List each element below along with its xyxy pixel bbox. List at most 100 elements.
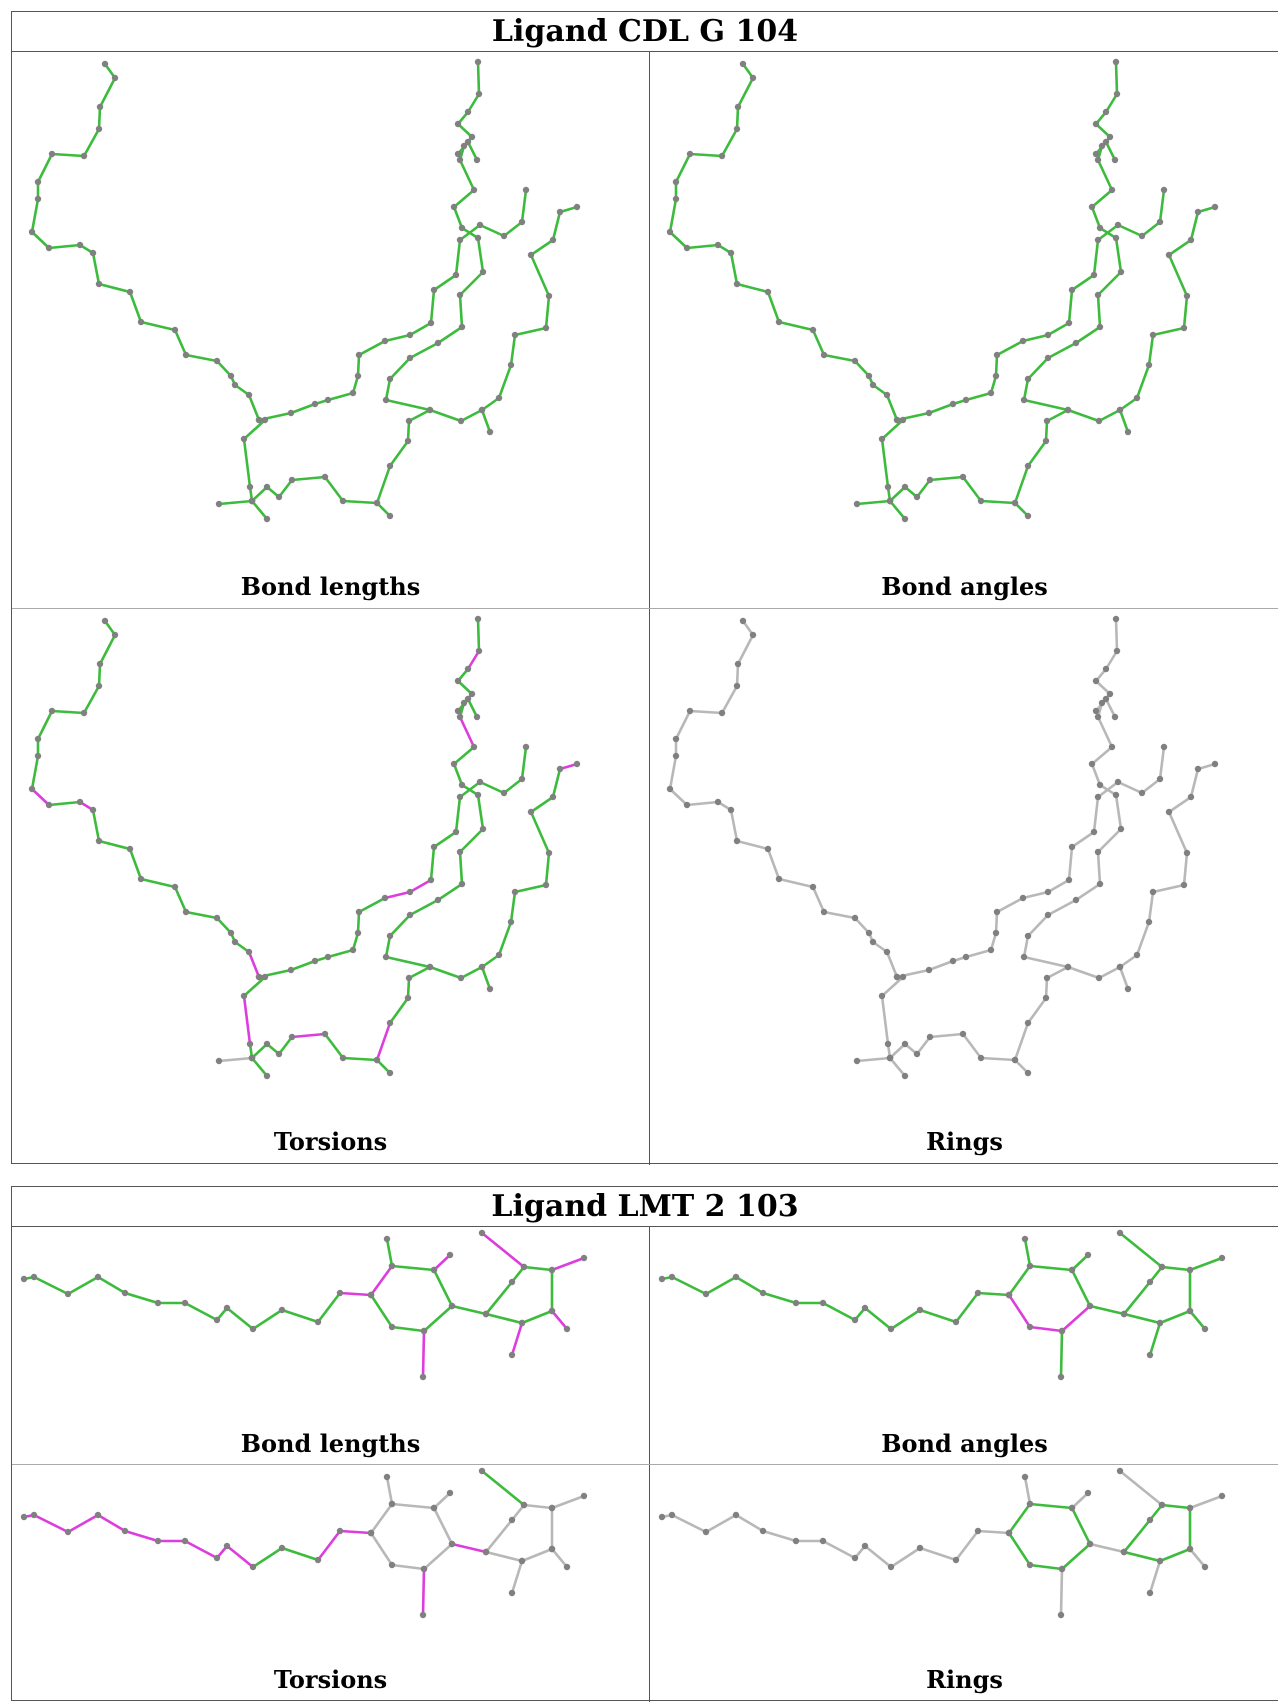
bond [480, 408, 492, 434]
atom [913, 493, 921, 501]
atom [1218, 1492, 1226, 1500]
bond [1023, 1237, 1032, 1268]
atom [1201, 1563, 1209, 1571]
bond [1148, 1559, 1162, 1595]
atom [355, 351, 363, 359]
bond [277, 1035, 294, 1056]
bond [1148, 1321, 1162, 1357]
atom [668, 1273, 676, 1281]
bond [1090, 745, 1114, 766]
bond [338, 1291, 373, 1297]
atom [246, 1040, 254, 1048]
bond [1044, 976, 1049, 1000]
bond [928, 475, 965, 482]
atom [733, 125, 741, 133]
bond [1118, 953, 1139, 969]
atom [733, 280, 741, 288]
bond [432, 273, 458, 292]
bond [217, 1056, 254, 1063]
bond [428, 408, 463, 423]
atom [434, 339, 442, 347]
bond [390, 1502, 436, 1510]
bond [668, 787, 689, 807]
atom [899, 416, 907, 424]
atom [959, 1030, 967, 1038]
atom [288, 476, 296, 484]
bond [32, 1513, 70, 1534]
atom [1068, 286, 1076, 294]
bond [1167, 795, 1193, 814]
atom [809, 326, 817, 334]
bond [128, 847, 143, 881]
block-title: Ligand LMT 2 103 [12, 1187, 1278, 1227]
bond [888, 499, 907, 521]
atom [1106, 133, 1114, 141]
bond [880, 994, 890, 1046]
atom [548, 1504, 556, 1512]
atom [974, 1289, 982, 1297]
atom [419, 1611, 427, 1619]
atom [1068, 1266, 1076, 1274]
atom [464, 665, 472, 673]
bond [173, 885, 188, 914]
atom [819, 1299, 827, 1307]
atom [406, 888, 414, 896]
bond [1147, 890, 1155, 924]
atom [1146, 1589, 1154, 1597]
atom [1186, 1266, 1194, 1274]
atom [1112, 58, 1120, 66]
atom [1180, 881, 1188, 889]
atom [749, 631, 757, 639]
atom [1156, 1557, 1164, 1565]
atom [1065, 319, 1073, 327]
atom [95, 682, 103, 690]
atom [732, 1511, 740, 1519]
bonds-group [30, 617, 579, 1078]
atom [182, 351, 190, 359]
atom [1068, 843, 1076, 851]
atom [749, 74, 757, 82]
bond [341, 1056, 379, 1062]
atom [126, 288, 134, 296]
atom [977, 497, 985, 505]
atom [278, 1306, 286, 1314]
atom [474, 615, 482, 623]
bond [458, 158, 476, 192]
atom [1088, 203, 1096, 211]
bond [217, 499, 254, 506]
atom [1145, 361, 1153, 369]
atom [89, 806, 97, 814]
atom [1146, 1278, 1154, 1286]
atom [887, 1563, 895, 1571]
bond [1013, 1021, 1030, 1062]
atom [45, 244, 53, 252]
atom [916, 1544, 924, 1552]
atom [739, 60, 747, 68]
atom [666, 228, 674, 236]
atom [495, 394, 503, 402]
atom [1026, 1500, 1034, 1508]
atom [181, 1537, 189, 1545]
atom [386, 932, 394, 940]
ligand-block-lmt: Ligand LMT 2 103 Bond lengths Bond angle… [11, 1186, 1278, 1702]
bond [777, 320, 815, 332]
atom [452, 828, 460, 836]
atom [473, 713, 481, 721]
atom [727, 806, 735, 814]
bond [290, 1032, 327, 1039]
atom [28, 228, 36, 236]
panel-bond-lengths: Bond lengths [12, 1227, 649, 1464]
atom [820, 908, 828, 916]
bond [1007, 1531, 1032, 1567]
atom [386, 375, 394, 383]
bonds-group [660, 1231, 1224, 1379]
bond [1160, 1503, 1192, 1510]
bond [406, 976, 411, 1000]
atom [1146, 1516, 1154, 1524]
bond [1026, 356, 1050, 381]
bond [422, 1304, 454, 1333]
atom [1117, 825, 1125, 833]
bond [1023, 1475, 1032, 1506]
atom [405, 974, 413, 982]
atom [34, 735, 42, 743]
